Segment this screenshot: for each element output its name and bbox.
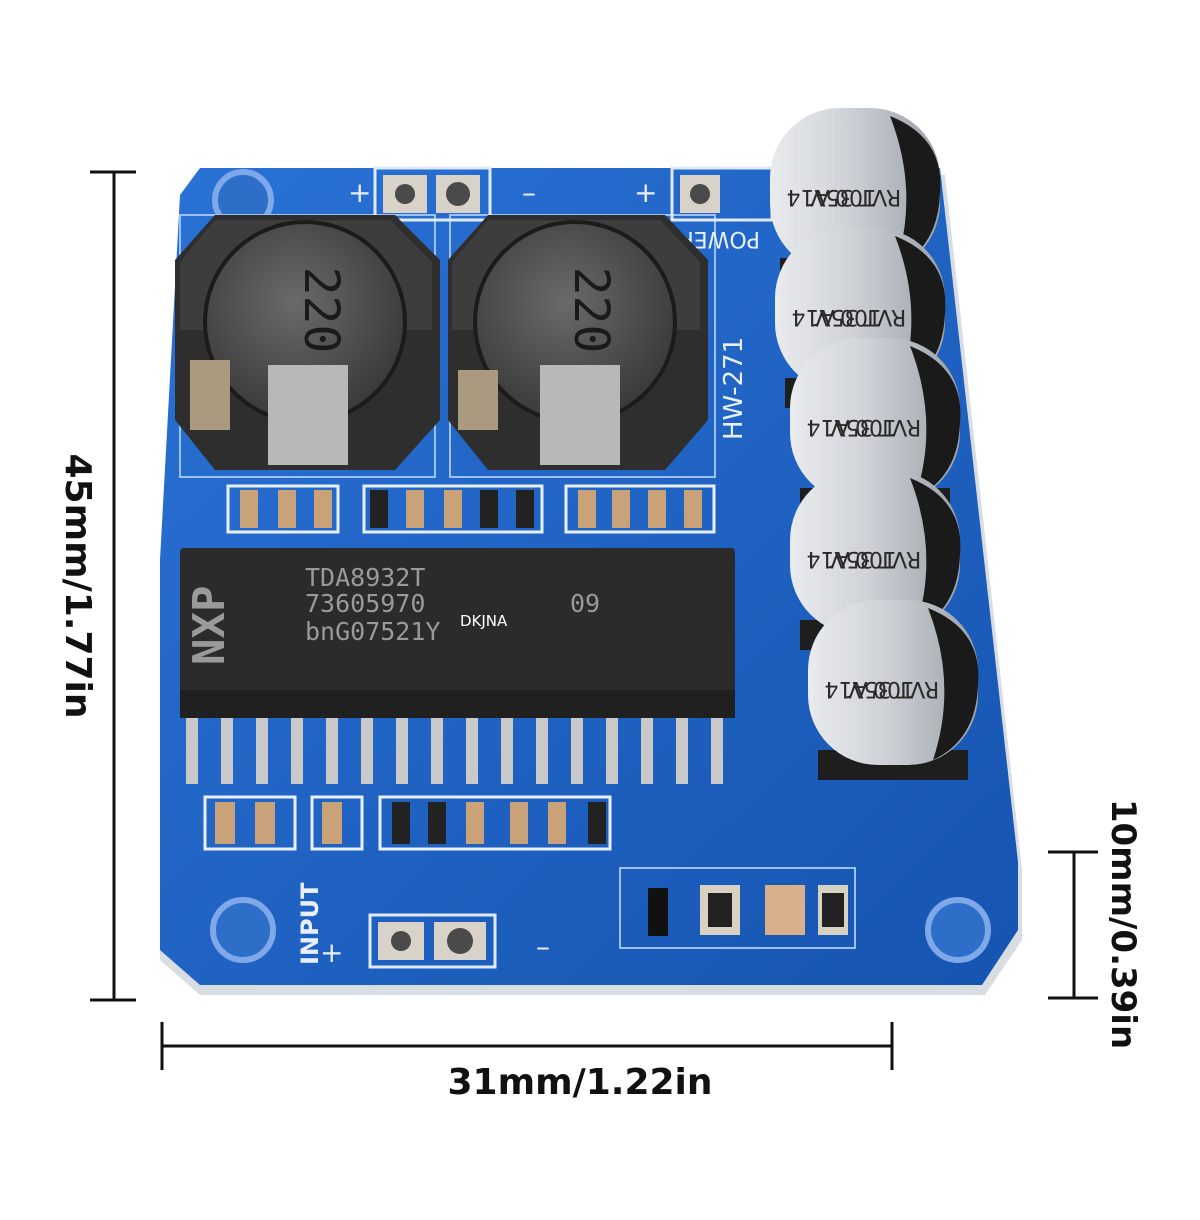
output-minus-label: – <box>522 176 536 209</box>
smd-components-lower <box>203 795 848 936</box>
capacitor-3-text-1: RVT <box>878 414 921 439</box>
watermark: DKJNA <box>460 612 508 630</box>
capacitor-4-text-2: 100 <box>855 546 897 571</box>
capacitor-3-text-3: 35V <box>830 414 873 439</box>
power-plus-label: + <box>634 176 657 209</box>
capacitor-2-text-1: RVT <box>863 304 906 329</box>
input-minus-label: – <box>536 930 550 963</box>
capacitor-5-text-3: 35V <box>848 676 891 701</box>
board-model-label: HW-271 <box>719 337 749 440</box>
capacitor-stack: RVT10035VA14RVT10035VA14RVT10035VA14RVT1… <box>770 108 979 780</box>
input-terminals: INPUT + – <box>296 882 550 969</box>
chip-line2: 73605970 <box>305 589 425 618</box>
capacitor-2-text-2: 100 <box>840 304 882 329</box>
chip-pins <box>186 716 723 784</box>
capacitor-1-text-4: A14 <box>786 184 829 209</box>
inductor-left: 220 <box>175 215 440 470</box>
capacitor-1-text-1: RVT <box>858 184 901 209</box>
capacitor-1-text-3: 35V <box>810 184 853 209</box>
mount-hole-bottom-right <box>925 897 991 963</box>
chip-brand: NXP <box>184 586 235 665</box>
height-dimension: 45mm/1.77in <box>57 170 136 1002</box>
capacitor-3-text-4: A14 <box>806 414 849 439</box>
capacitor-2-text-4: A14 <box>791 304 834 329</box>
width-label: 31mm/1.22in <box>447 1062 712 1103</box>
capacitor-1-text-2: 100 <box>835 184 877 209</box>
mount-hole-bottom-left <box>210 897 276 963</box>
thickness-dimension: 10mm/0.39in <box>1048 799 1143 1049</box>
capacitor-4-text-1: RVT <box>878 546 921 571</box>
chip-line1: TDA8932T <box>305 563 425 592</box>
amplifier-chip: NXP TDA8932T 73605970 09 bnG07521Y DKJNA <box>180 548 735 784</box>
capacitor-5-text-4: A14 <box>824 676 867 701</box>
input-label: INPUT <box>296 882 324 965</box>
chip-line2-suffix: 09 <box>570 589 600 618</box>
inductor-right-marking: 220 <box>563 267 619 354</box>
output-terminals-top: + – + POWER <box>348 166 774 251</box>
width-dimension: 31mm/1.22in <box>160 1022 894 1103</box>
capacitor-2-text-3: 35V <box>815 304 858 329</box>
capacitor-4-text-3: 35V <box>830 546 873 571</box>
capacitor-5-text-1: RVT <box>896 676 939 701</box>
inductor-right: 220 <box>448 215 708 470</box>
thickness-label: 10mm/0.39in <box>1103 799 1143 1049</box>
inductor-left-marking: 220 <box>293 267 349 354</box>
chip-line3: bnG07521Y <box>305 617 440 646</box>
input-plus-label: + <box>320 936 343 969</box>
output-plus-label: + <box>348 176 371 209</box>
capacitor-3-text-2: 100 <box>855 414 897 439</box>
capacitor-4-text-4: A14 <box>806 546 849 571</box>
capacitor-5-text-2: 100 <box>873 676 915 701</box>
height-label: 45mm/1.77in <box>57 453 98 718</box>
smd-components-upper <box>226 484 716 534</box>
